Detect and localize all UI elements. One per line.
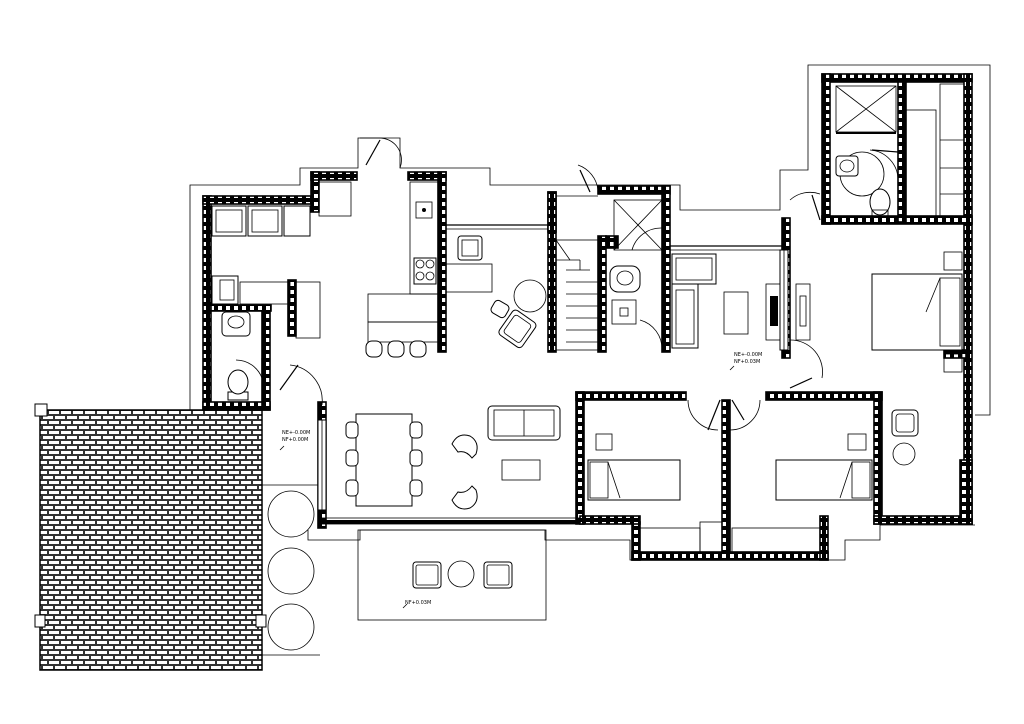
core-bathroom [609, 199, 663, 325]
doors [235, 137, 899, 431]
site-outline [189, 64, 991, 561]
partitions [446, 195, 782, 251]
paved-terrace [34, 403, 267, 671]
living-nf-label: NF+0.00M [282, 437, 308, 443]
reading-corner [490, 279, 547, 349]
laundry-fixtures [211, 205, 321, 401]
windows [317, 249, 789, 511]
walls [202, 73, 973, 561]
master-bedroom [871, 251, 963, 373]
corner-chair [891, 409, 919, 466]
terrace-level-label: NF+0.03M [405, 600, 431, 606]
hall-ne-label: NE+-0.00M [734, 352, 762, 358]
bedroom-3 [731, 433, 873, 553]
front-terrace: NF+0.03M [357, 529, 547, 621]
hall-nf-label: NF+0.03M [734, 359, 760, 365]
ensuite-bathroom [835, 83, 965, 217]
living-dining: NE+-0.00M NF+0.00M [279, 405, 561, 510]
garden-plants [262, 484, 320, 656]
kitchen [318, 181, 493, 358]
living-ne-label: NE+-0.00M [282, 430, 310, 436]
bedroom-2 [587, 433, 723, 553]
staircase [555, 239, 599, 351]
